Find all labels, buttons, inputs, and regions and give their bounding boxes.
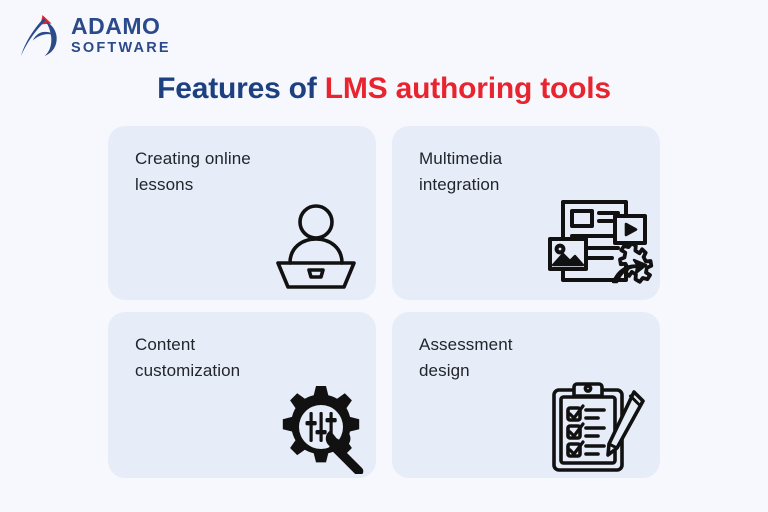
person-at-podium-icon [264, 196, 368, 292]
page-title-part-primary: Features of [157, 72, 325, 105]
feature-card-grid: Creating online lessons Multimedia integ… [108, 126, 660, 478]
feature-card-assessment-design[interactable]: Assessment design [392, 312, 660, 478]
feature-card-label: Creating online lessons [135, 149, 251, 194]
feature-card-label: Assessment design [419, 335, 513, 380]
page-title-part-accent: LMS authoring tools [324, 72, 611, 105]
brand-name: ADAMO [71, 12, 161, 39]
gear-sliders-wrench-icon [270, 382, 370, 474]
feature-card-creating-online-lessons[interactable]: Creating online lessons [108, 126, 376, 300]
feature-card-label: Multimedia integration [419, 149, 503, 194]
brand-logo[interactable]: ADAMO SOFTWARE [18, 12, 171, 58]
clipboard-checklist-pencil-icon [546, 378, 648, 474]
page-title: Features of LMS authoring tools [0, 72, 768, 106]
adamo-a-mark-icon [18, 12, 62, 58]
feature-card-content-customization[interactable]: Content customization [108, 312, 376, 478]
feature-card-label: Content customization [135, 335, 241, 380]
feature-card-multimedia-integration[interactable]: Multimedia integration [392, 126, 660, 300]
media-document-gear-icon [542, 194, 654, 294]
brand-subtitle: SOFTWARE [71, 39, 171, 56]
brand-wordmark: ADAMO SOFTWARE [71, 12, 171, 56]
